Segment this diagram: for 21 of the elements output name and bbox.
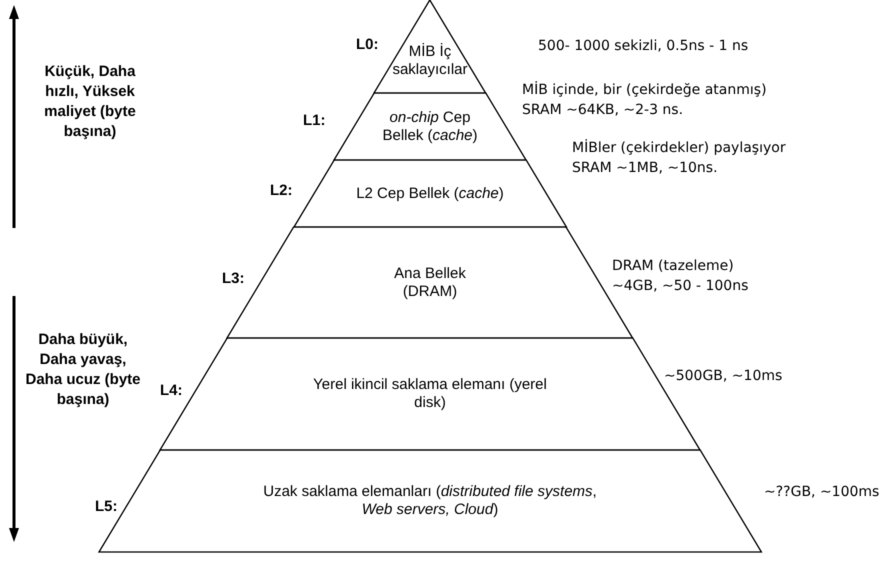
spec-text: DRAM (tazeleme) ~4GB, ~50 - 100ns — [612, 257, 750, 296]
level-label: L0: — [356, 36, 378, 53]
level-text: Uzak saklama elemanları (distributed file systems, Web servers, Cloud) — [262, 483, 598, 519]
pyramid-level — [294, 160, 566, 227]
side-note: Küçük, Daha hızlı, Yüksek maliyet (byte başına) — [43, 62, 137, 142]
level-label: L5: — [95, 498, 118, 515]
level-label: L4: — [160, 382, 182, 399]
level-text: Ana Bellek (DRAM) — [393, 264, 467, 300]
side-note: Daha büyük, Daha yavaş, Daha ucuz (byte başına) — [24, 330, 142, 410]
spec-text: MİB içinde, bir (çekirdeğe atanmış) SRAM ~64KB, ~2-3 ns. — [522, 80, 768, 120]
spec-text: ~??GB, ~100ms — [764, 483, 880, 502]
level-text: MİB İç saklayıcılar — [392, 42, 468, 78]
spec-text: 500- 1000 sekizli, 0.5ns - 1 ns — [538, 37, 750, 56]
spec-text: ~500GB, ~10ms — [664, 367, 784, 386]
level-label: L2: — [270, 182, 292, 199]
level-label: L1: — [303, 112, 326, 129]
spec-text: MİBler (çekirdekler) paylaşıyor SRAM ~1MB, ~10ns. — [572, 138, 787, 178]
level-text: on-chip Cep Bellek (cache) — [381, 108, 479, 144]
level-label: L3: — [222, 270, 244, 287]
level-text: L2 Cep Bellek (cache) — [355, 184, 505, 202]
level-text: Yerel ikincil saklama elemanı (yerel disk) — [312, 376, 548, 412]
